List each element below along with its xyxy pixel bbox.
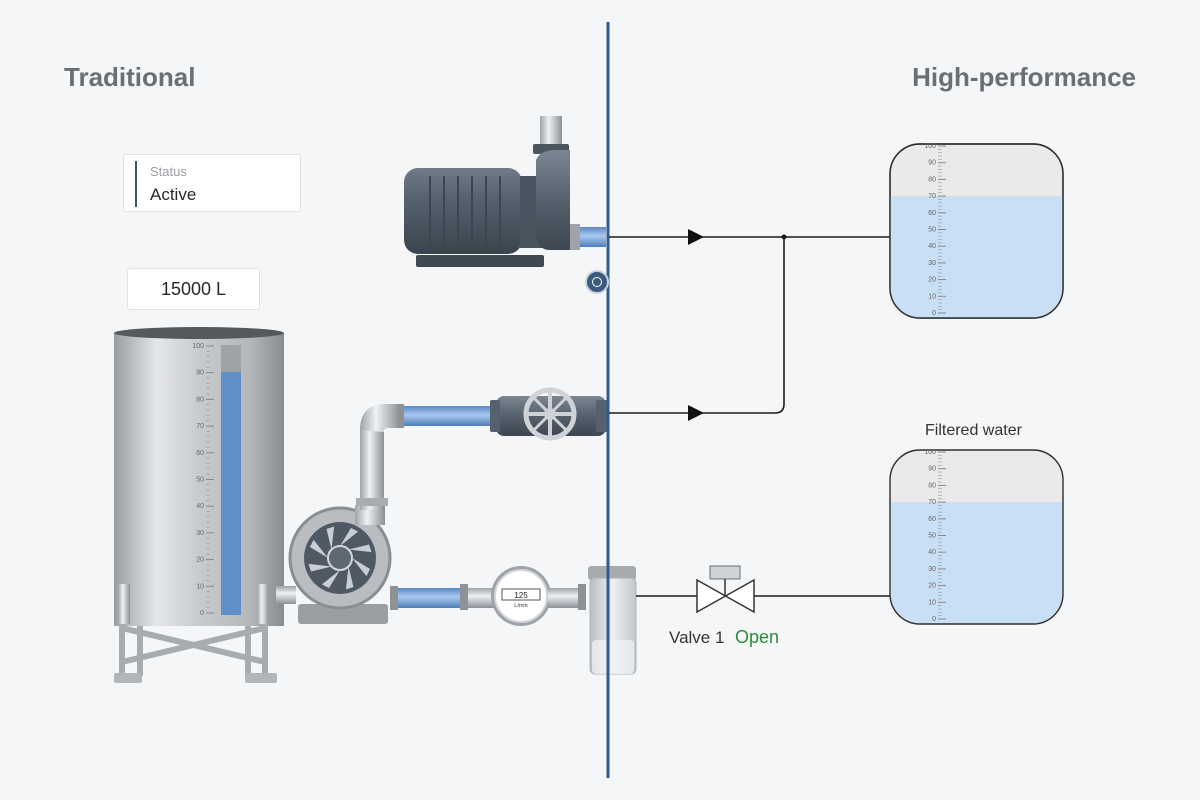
storage-tank-lid [114,327,284,339]
scale-tick-label: 80 [928,176,936,183]
valve-label: Valve 1 [669,628,725,647]
scale-tick-label: 50 [928,227,936,234]
scale-tick-label: 40 [196,503,204,510]
hp-tank-upper-level [890,196,1063,318]
scale-tick-label: 0 [932,616,936,623]
valve-state: Open [735,627,780,647]
scale-tick-label: 80 [928,482,936,489]
status-caption: Status [150,164,187,179]
storage-tank-liquid-level [221,372,241,615]
scale-tick-label: 50 [928,533,936,540]
scale-tick-label: 20 [928,277,936,284]
filtered-water-title: Filtered water [925,422,1022,439]
scale-tick-label: 70 [928,193,936,200]
high-performance-heading: High-performance [912,62,1136,92]
status-card: Status Active [123,154,301,212]
storage-tank-body [114,333,284,626]
scale-tick-label: 70 [196,423,204,430]
scale-tick-label: 30 [196,530,204,537]
upper-pipe-water [404,406,494,426]
lower-pipe-water [398,588,462,608]
scale-tick-label: 10 [928,599,936,606]
hp-tank-lower-level [890,502,1063,624]
junction-dot [781,234,787,240]
motor-toggle-button[interactable] [585,270,609,294]
impeller-blade [308,563,332,572]
scale-tick-label: 80 [196,396,204,403]
impeller-blade [321,570,340,589]
scale-tick-label: 90 [196,370,204,377]
scale-tick-label: 90 [928,466,936,473]
scale-tick-label: 10 [196,583,204,590]
scale-tick-label: 100 [192,343,204,350]
scale-tick-label: 0 [200,610,204,617]
impeller-blade [340,527,359,546]
traditional-heading: Traditional [64,62,196,92]
scale-tick-label: 20 [196,557,204,564]
riser-pipe [360,430,384,510]
hp-flow-lines [609,236,890,597]
flow-arrow [688,229,704,245]
status-value: Active [150,185,197,204]
scale-tick-label: 90 [928,160,936,167]
scale-tick-label: 10 [928,293,936,300]
scale-tick-label: 0 [932,310,936,317]
scale-tick-label: 60 [928,516,936,523]
scale-tick-label: 20 [928,583,936,590]
scale-tick-label: 60 [928,210,936,217]
scale-tick-label: 40 [928,549,936,556]
impeller-blade [352,558,371,577]
impeller-blade [309,539,328,558]
flow-meter-unit: L/min [514,603,527,609]
scale-tick-label: 70 [928,499,936,506]
scale-tick-label: 100 [924,143,936,150]
impeller-blade [348,544,372,553]
scale-tick-label: 30 [928,566,936,573]
electric-motor-pump [404,116,606,267]
impeller-blade [326,526,335,550]
valve-1-symbol [696,565,755,614]
flow-meter-reading: 125 [514,591,528,600]
flow-meter: 125 L/min [491,566,551,626]
flow-meter-display [501,588,541,601]
pipe-elbow [360,404,400,432]
impeller-blade [345,566,354,590]
scale-tick-label: 40 [928,243,936,250]
scale-tick-label: 60 [196,450,204,457]
handwheel-valve [490,387,608,441]
scale-tick-label: 100 [924,449,936,456]
status-accent-bar [135,161,137,207]
scale-tick-label: 50 [196,477,204,484]
centrifugal-pump [288,505,392,624]
tank-outlet-pipes [118,584,296,624]
scale-tick-label: 30 [928,260,936,267]
flow-arrow [688,405,704,421]
cartridge-filter [588,566,637,675]
tank-volume-display: 15000 L [127,268,260,310]
